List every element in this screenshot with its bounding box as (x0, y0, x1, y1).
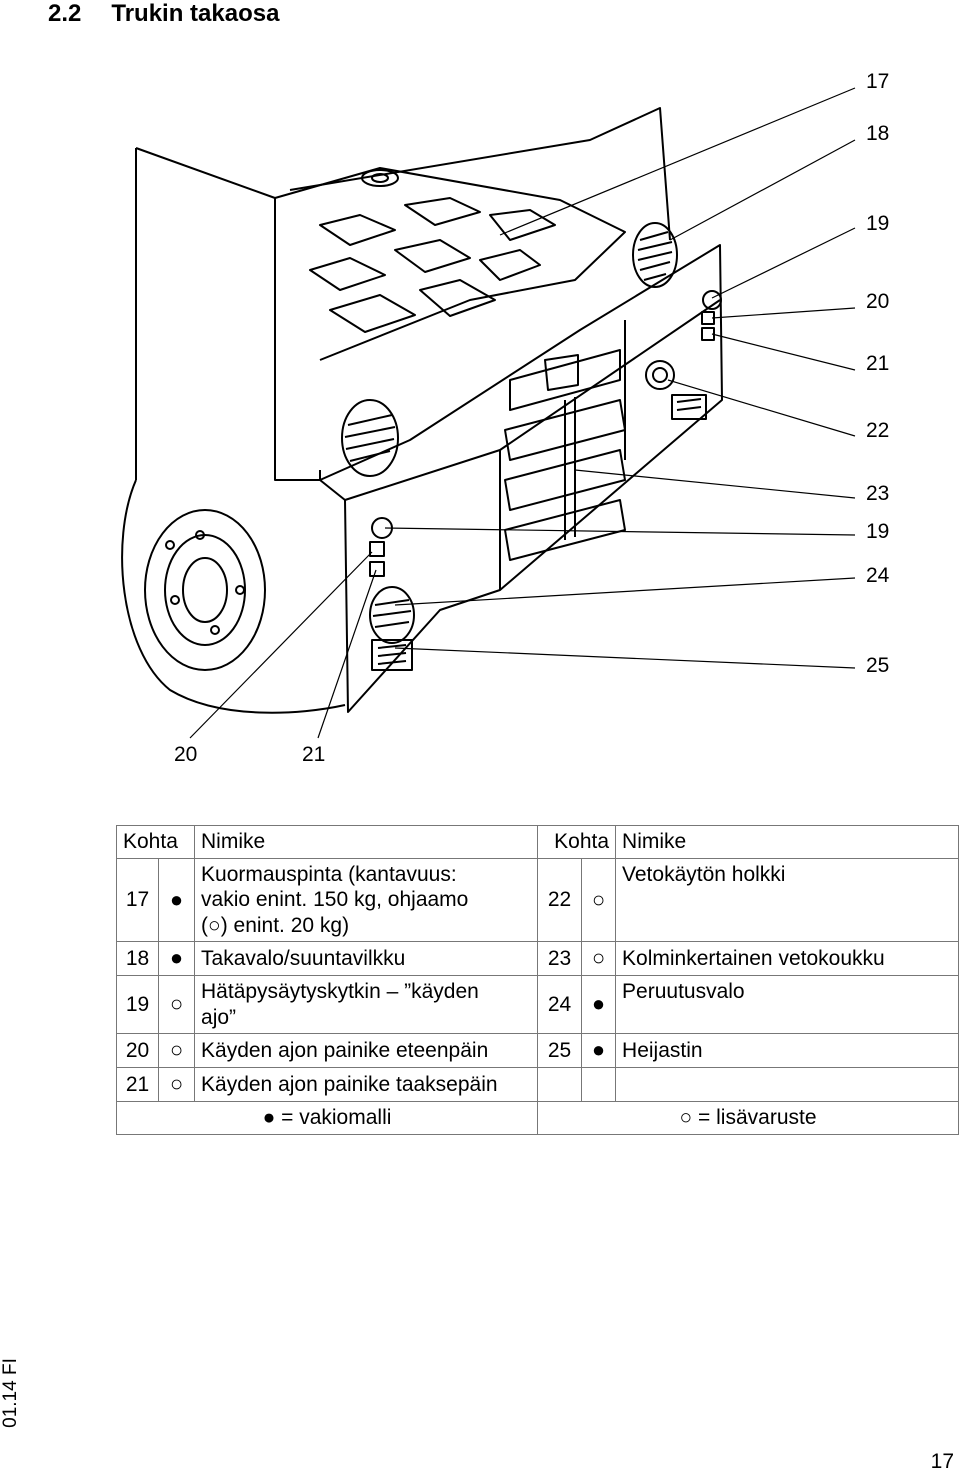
item-name-line: (○) enint. 20 kg) (201, 913, 350, 937)
section-title: Trukin takaosa (111, 0, 280, 27)
item-name: Hätäpysäytyskytkin – ”käyden ajo” (194, 975, 539, 1035)
callout-19: 19 (866, 212, 890, 235)
item-name-line: Kuormauspinta (kantavuus: (201, 862, 457, 886)
callout-19b: 19 (866, 520, 890, 543)
callout-24: 24 (866, 564, 890, 587)
table-row: 19 ○ Hätäpysäytyskytkin – ”käyden ajo” 2… (116, 975, 960, 1035)
item-number: 21 (116, 1067, 159, 1103)
callout-17: 17 (866, 70, 890, 93)
item-name: Takavalo/suuntavilkku (194, 941, 539, 977)
legend-optional: ○ = lisävaruste (537, 1101, 960, 1135)
item-name: Peruutusvalo (615, 975, 960, 1035)
callout-25: 25 (866, 654, 890, 677)
section-number: 2.2 (48, 0, 82, 27)
section-heading: 2.2 Trukin takaosa (48, 0, 279, 28)
table-row: 21 ○ Käyden ajon painike taaksepäin (116, 1067, 960, 1103)
optional-symbol (581, 1067, 617, 1103)
header-nimike-right: Nimike (615, 825, 960, 859)
item-name: Vetokäytön holkki (615, 857, 960, 943)
revision-label: 01.14 FI (0, 1358, 21, 1428)
callout-20: 20 (866, 290, 890, 313)
standard-symbol: ● (157, 941, 196, 977)
optional-symbol: ○ (157, 1067, 196, 1103)
callout-18: 18 (866, 122, 890, 145)
item-name (615, 1067, 960, 1103)
item-name: Kolminkertainen vetokoukku (615, 941, 960, 977)
table-header-row: Kohta Nimike Kohta Nimike (115, 825, 960, 859)
header-kohta-left: Kohta (115, 825, 196, 859)
item-name: Heijastin (615, 1033, 960, 1069)
item-name-line: vakio enint. 150 kg, ohjaamo (201, 888, 469, 912)
item-name-line: ajo” (201, 1005, 237, 1029)
item-name: Kuormauspinta (kantavuus: vakio enint. 1… (194, 857, 539, 943)
optional-symbol: ○ (157, 1033, 196, 1069)
item-name-line: Hätäpysäytyskytkin – ”käyden (201, 980, 479, 1004)
table-row: 20 ○ Käyden ajon painike eteenpäin 25 ● … (116, 1033, 960, 1069)
table-row: 17 ● Kuormauspinta (kantavuus: vakio eni… (116, 857, 960, 943)
item-number: 17 (116, 857, 159, 943)
item-number: 19 (116, 975, 159, 1035)
item-number: 22 (537, 857, 583, 943)
callout-23: 23 (866, 482, 890, 505)
truck-rear-illustration (121, 87, 856, 739)
callout-20b: 20 (174, 743, 198, 766)
legend-standard: ● = vakiomalli (115, 1101, 539, 1135)
item-name: Käyden ajon painike eteenpäin (194, 1033, 539, 1069)
item-number: 20 (116, 1033, 159, 1069)
item-number: 24 (537, 975, 583, 1035)
callout-21b: 21 (302, 743, 326, 766)
item-number (537, 1067, 583, 1103)
item-number: 23 (537, 941, 583, 977)
item-name: Käyden ajon painike taaksepäin (194, 1067, 539, 1103)
item-number: 25 (537, 1033, 583, 1069)
optional-symbol: ○ (581, 941, 617, 977)
optional-symbol: ○ (581, 857, 617, 943)
table-row: 18 ● Takavalo/suuntavilkku 23 ○ Kolminke… (116, 941, 960, 977)
item-number: 18 (116, 941, 159, 977)
legend-row: ● = vakiomalli ○ = lisävaruste (115, 1101, 960, 1135)
page-number: 17 (930, 1450, 954, 1473)
standard-symbol: ● (581, 975, 617, 1035)
optional-symbol: ○ (157, 975, 196, 1035)
standard-symbol: ● (157, 857, 196, 943)
header-nimike-left: Nimike (194, 825, 539, 859)
callout-21: 21 (866, 352, 890, 375)
callout-22: 22 (866, 419, 890, 442)
header-kohta-right: Kohta (537, 825, 617, 859)
parts-table: Kohta Nimike Kohta Nimike 17 ● Kuormausp… (115, 825, 960, 1135)
standard-symbol: ● (581, 1033, 617, 1069)
